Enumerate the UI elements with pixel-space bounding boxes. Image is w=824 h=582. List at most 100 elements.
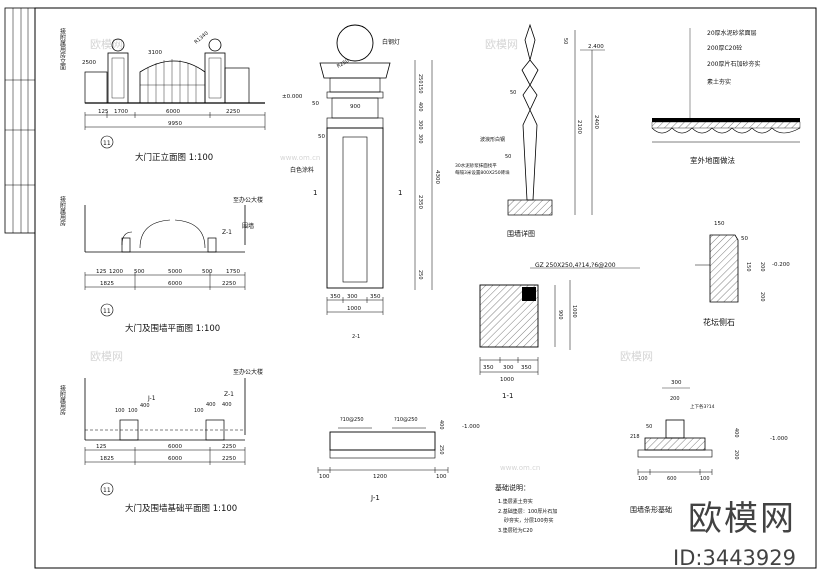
elev-dim-total: 9950 bbox=[168, 121, 182, 127]
bg-wm-1: 欧模网 bbox=[90, 38, 123, 51]
watermark-id: ID:3443929 bbox=[673, 546, 796, 570]
j1-dr-0: 400 bbox=[438, 420, 444, 430]
j1-title: J-1 bbox=[370, 494, 380, 502]
fnd-d1: 100 bbox=[128, 408, 138, 414]
notes-item-0: 1.垫层素土夯实 bbox=[498, 498, 533, 505]
pillar-dr-0: 250 bbox=[417, 74, 423, 84]
gz-label: GZ 250X250,4?14,?6@200 bbox=[535, 262, 616, 269]
fnd-office-label: 至办公大楼 bbox=[233, 368, 263, 376]
fnd-d0: 100 bbox=[115, 408, 125, 414]
j1-db-1: 1200 bbox=[373, 474, 387, 480]
pillar-ball-label: 白钢灯 bbox=[382, 38, 400, 46]
curb-d3: 200 bbox=[759, 262, 765, 272]
col-title: 1-1 bbox=[502, 392, 513, 400]
col-dr-1: 1000 bbox=[571, 305, 577, 318]
strip-dt-1: 200 bbox=[670, 396, 680, 402]
pillar-radius: R250 bbox=[336, 58, 350, 70]
plan-d2-1: 6000 bbox=[168, 281, 182, 287]
elev-dim-b1: 1700 bbox=[114, 109, 128, 115]
fnd-d3: 100 bbox=[194, 408, 204, 414]
fnd-axis: 11 bbox=[103, 487, 111, 494]
elev-building-label: 接附属用房立面 bbox=[59, 27, 66, 71]
pillar-dr-1: 150 bbox=[417, 84, 423, 94]
pillar-dim-900: 900 bbox=[350, 104, 361, 110]
wall-dr-2: 2400 bbox=[593, 115, 599, 129]
fnd-r1-1: 6000 bbox=[168, 444, 182, 450]
fnd-r2-0: 1825 bbox=[100, 456, 114, 462]
bg-wm-5: www.om.cn bbox=[280, 154, 320, 162]
col-db-0: 350 bbox=[483, 365, 494, 371]
elev-dim-r1340: R1340 bbox=[193, 31, 209, 46]
notes-title: 基础说明： bbox=[495, 483, 530, 492]
curb-title: 花坛侧石 bbox=[703, 317, 735, 327]
strip-dr-1: 200 bbox=[733, 450, 739, 460]
plan-d1-0: 125 bbox=[96, 269, 107, 275]
wall-dim-top: 2.400 bbox=[588, 44, 604, 50]
wall-detail-view: 2.400 50 2100 2400 50 50 波浪形白钢 30水泥砂浆抹面找… bbox=[455, 23, 605, 238]
elev-dim-3100: 3100 bbox=[148, 50, 162, 56]
floor-layer-2: 200厚片石加砂夯实 bbox=[707, 60, 760, 68]
plan-d1-1: 1200 bbox=[109, 269, 123, 275]
strip-dl-1: 50 bbox=[646, 424, 652, 430]
pillar-section-left: 1 bbox=[313, 189, 317, 197]
elev-axis: 11 bbox=[103, 140, 111, 147]
plan-axis: 11 bbox=[103, 308, 111, 315]
pillar-db-2: 350 bbox=[370, 294, 381, 300]
bg-wm-2: 欧模网 bbox=[485, 38, 518, 51]
bg-wm-4: 欧模网 bbox=[620, 350, 653, 363]
pillar-dr-6: 300 bbox=[417, 120, 423, 130]
pillar-dim-l1: 50 bbox=[318, 134, 325, 140]
wall-label-2: 每隔3米设置800X250砖垛 bbox=[455, 169, 510, 176]
col-total: 1000 bbox=[500, 377, 514, 383]
wall-label-0: 波浪形白钢 bbox=[480, 136, 505, 143]
j1-dr-1: 250 bbox=[438, 445, 444, 455]
pillar-dr-7: 300 bbox=[417, 134, 423, 144]
plan-d2-0: 1825 bbox=[100, 281, 114, 287]
curb-level: -0.200 bbox=[772, 262, 790, 268]
j1-db-0: 100 bbox=[319, 474, 330, 480]
j1-rebar-0: ?10@250 bbox=[340, 417, 364, 423]
j1-foundation-view: ?10@250 ?10@250 400 250 -1.000 100 1200 … bbox=[317, 417, 480, 502]
plan-d1-2: 500 bbox=[134, 269, 145, 275]
floor-detail-view: 20厚水泥砂浆面层 200厚C20砼 200厚片石加砂夯实 素土夯实 室外地面做… bbox=[651, 28, 801, 165]
strip-foundation-view: 300 200 上下各3?14 218 50 400 200 -1.000 10… bbox=[630, 380, 788, 514]
plan-wall-label: 围墙 bbox=[242, 222, 254, 230]
fnd-r2-1: 6000 bbox=[168, 456, 182, 462]
sheet-border bbox=[34, 7, 817, 569]
elev-dim-b3: 2250 bbox=[226, 109, 240, 115]
plan-d1-5: 1750 bbox=[226, 269, 240, 275]
pillar-db-1: 300 bbox=[347, 294, 358, 300]
wall-label-1: 30水泥砂浆抹面找平 bbox=[455, 162, 497, 169]
notes-item-2: 砂夯实，分层100夯实 bbox=[504, 517, 554, 524]
curb-detail-view: 150 50 150 200 200 -0.200 花坛侧石 bbox=[695, 221, 790, 327]
fnd-j1-label: J-1 bbox=[147, 395, 156, 402]
strip-title: 围墙条形基础 bbox=[630, 505, 672, 514]
elev-level: ±0.000 bbox=[282, 94, 303, 100]
strip-db-0: 100 bbox=[638, 476, 648, 482]
col-db-2: 350 bbox=[521, 365, 532, 371]
fnd-d2: 400 bbox=[140, 403, 150, 409]
watermark-logo: 欧模网 bbox=[688, 499, 796, 539]
elev-dim-2500: 2500 bbox=[82, 60, 96, 66]
pillar-dr-10: 2350 bbox=[417, 195, 423, 209]
plan-d2-2: 2250 bbox=[222, 281, 236, 287]
j1-rebar-1: ?10@250 bbox=[394, 417, 418, 423]
gate-plan-title: 大门及围墙平面图 1:100 bbox=[125, 323, 220, 334]
pillar-total: 1000 bbox=[347, 306, 361, 312]
fnd-building-label: 接附属用房 bbox=[59, 384, 66, 416]
strip-db-1: 600 bbox=[667, 476, 677, 482]
pillar-dr-11: 250 bbox=[417, 270, 423, 280]
fnd-z1-label: Z-1 bbox=[224, 391, 234, 398]
pillar-dr-9: 4300 bbox=[434, 170, 440, 184]
plan-office-label: 至办公大楼 bbox=[233, 196, 263, 204]
gate-elevation-title: 大门正立面图 1:100 bbox=[135, 152, 213, 163]
pillar-dim-l0: 50 bbox=[312, 101, 319, 107]
strip-db-2: 100 bbox=[700, 476, 710, 482]
fnd-r2-2: 2250 bbox=[222, 456, 236, 462]
strip-dr-0: 400 bbox=[733, 428, 739, 438]
pillar-db-0: 350 bbox=[330, 294, 341, 300]
pillar-detail-view: 白钢灯 R250 白色涂料 1 1 900 50 50 250 150 400 … bbox=[290, 24, 440, 340]
curb-d0: 150 bbox=[714, 221, 725, 227]
bg-wm-6: www.om.cn bbox=[500, 464, 540, 472]
